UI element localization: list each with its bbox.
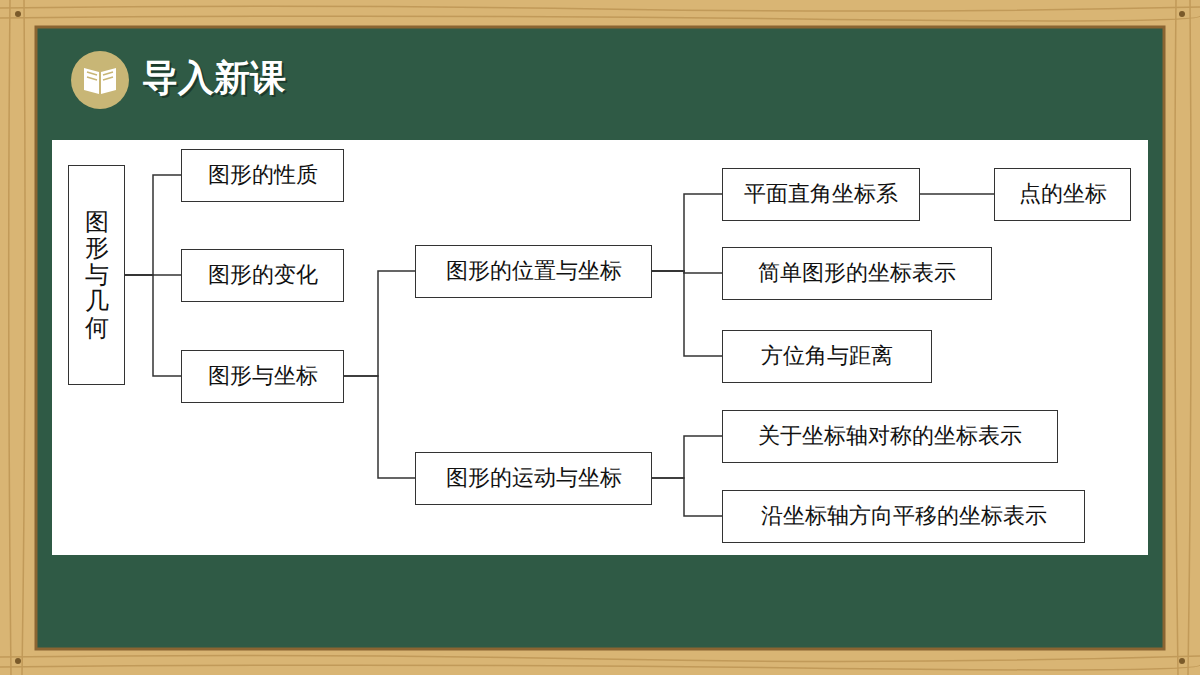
topic-box: 图形的变化: [181, 249, 344, 302]
tree-connector: [344, 271, 415, 376]
book-icon: [71, 51, 129, 109]
box-label: 图形的运动与坐标: [446, 463, 622, 493]
tree-connector: [344, 376, 415, 478]
topic-box: 平面直角坐标系: [722, 168, 920, 221]
topic-box: 图形的位置与坐标: [415, 245, 652, 298]
box-label: 关于坐标轴对称的坐标表示: [758, 421, 1022, 451]
slide-title: 导入新课: [142, 54, 286, 103]
nails: [15, 11, 1185, 664]
box-label: 方位角与距离: [761, 341, 893, 371]
box-label: 图形与坐标: [208, 361, 318, 391]
box-label: 图形与几何: [85, 209, 109, 341]
tree-connector: [920, 193, 994, 195]
topic-box: 简单图形的坐标表示: [722, 247, 992, 300]
box-label: 图形的变化: [208, 260, 318, 290]
box-label: 沿坐标轴方向平移的坐标表示: [761, 501, 1047, 531]
topic-box: 关于坐标轴对称的坐标表示: [722, 410, 1058, 463]
root-box: 图形与几何: [68, 165, 125, 385]
topic-box: 图形的性质: [181, 149, 344, 202]
topic-box: 图形的运动与坐标: [415, 452, 652, 505]
tree-connector: [652, 436, 722, 478]
tree-connector: [652, 271, 722, 356]
box-label: 图形的位置与坐标: [446, 256, 622, 286]
box-label: 简单图形的坐标表示: [758, 258, 956, 288]
white-panel: [52, 140, 1148, 555]
box-label: 平面直角坐标系: [744, 179, 898, 209]
board: [36, 27, 1164, 649]
box-label: 点的坐标: [1019, 179, 1107, 209]
tree-connector: [125, 175, 181, 275]
topic-box: 沿坐标轴方向平移的坐标表示: [722, 490, 1085, 543]
topic-box: 方位角与距离: [722, 330, 932, 383]
box-label: 图形的性质: [208, 160, 318, 190]
tree-connector: [652, 478, 722, 516]
tree-connector: [125, 275, 181, 376]
topic-box: 图形与坐标: [181, 350, 344, 403]
tree-connector: [652, 194, 722, 271]
topic-box: 点的坐标: [994, 168, 1131, 221]
